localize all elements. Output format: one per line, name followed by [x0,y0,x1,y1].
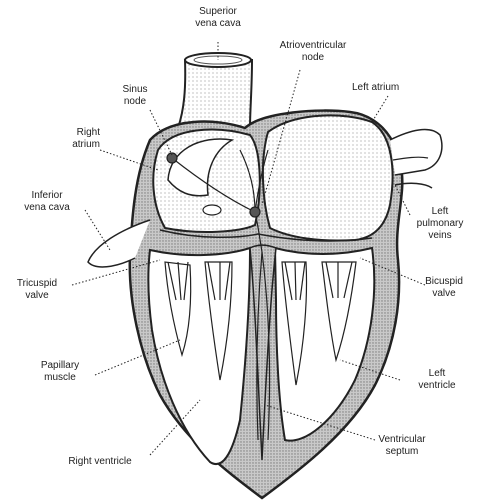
label-atrioventricular-node: Atrioventricular node [248,40,378,64]
label-right-atrium: Right atrium [20,127,100,151]
label-bicuspid-valve: Bicuspid valve [408,276,480,300]
label-left-ventricle: Left ventricle [398,368,476,392]
right-atrium-chamber [153,130,259,232]
label-right-ventricle: Right ventricle [40,456,160,468]
label-superior-vena-cava: Superior vena cava [158,6,278,30]
superior-vena-cava-shape [178,53,252,128]
label-left-atrium: Left atrium [352,82,462,94]
av-node-marker [250,207,260,217]
label-left-pulmonary-veins: Left pulmonary veins [400,206,480,242]
label-ventricular-septum: Ventricular septum [352,434,452,458]
label-sinus-node: Sinus node [95,84,175,108]
right-ventricle-chamber [148,248,250,464]
label-inferior-vena-cava: Inferior vena cava [2,190,92,214]
label-papillary-muscle: Papillary muscle [20,360,100,384]
label-tricuspid-valve: Tricuspid valve [2,278,72,302]
